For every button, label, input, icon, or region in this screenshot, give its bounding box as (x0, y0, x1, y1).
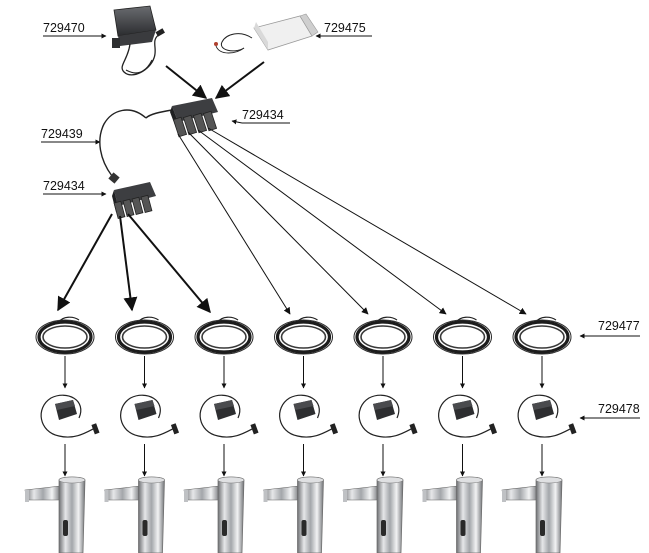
sensor-module-image (517, 394, 577, 438)
device-columns (24, 316, 577, 553)
distributor-bottom-label: 729434 (43, 179, 85, 193)
cable-coil-image (194, 316, 254, 355)
cable-coil-image (433, 316, 492, 355)
cable-coil-label: 729477 (598, 319, 640, 333)
link-top-to-coil-6 (197, 129, 447, 315)
label-729439: 729439 (41, 127, 101, 145)
distributor-bottom-image (112, 182, 156, 219)
sensor-tap-image (501, 476, 563, 553)
device-column (342, 316, 418, 553)
sensor-module-image (120, 394, 180, 438)
link-battery-to-distributor (214, 61, 265, 99)
sensor-module-image (358, 394, 418, 438)
cable-coil-image (512, 316, 572, 355)
label-729478: 729478 (579, 402, 640, 421)
link-top-to-coil-5 (187, 131, 369, 315)
label-729470: 729470 (43, 21, 107, 39)
label-729434-bottom: 729434 (43, 179, 107, 197)
link-top-to-coil-4 (177, 133, 291, 315)
distributor-top-label: 729434 (242, 108, 284, 122)
link-top-to-coil-7 (207, 127, 527, 315)
sensor-tap-image (183, 476, 245, 553)
distributor-top-image (145, 98, 218, 138)
sensor-tap-image (342, 476, 404, 553)
link-bottom-to-coil-3 (127, 213, 211, 314)
sensor-tap-image (263, 476, 324, 553)
extension-cable-image (99, 109, 147, 184)
link-bottom-to-coil-2 (119, 215, 138, 312)
label-729434-top: 729434 (231, 108, 290, 125)
extension-cable-label: 729439 (41, 127, 83, 141)
device-column (24, 316, 100, 553)
device-column (104, 316, 180, 553)
label-729477: 729477 (579, 319, 640, 339)
label-729475: 729475 (315, 21, 372, 39)
sensor-tap-image (104, 476, 165, 553)
sensor-tap-image (422, 476, 483, 553)
link-bottom-to-coil-1 (57, 213, 113, 312)
sensor-module-label: 729478 (598, 402, 640, 416)
link-adapter-to-distributor (165, 65, 208, 99)
cable-coil-image (115, 316, 174, 355)
sensor-module-image (40, 394, 100, 438)
sensor-module-image (199, 394, 259, 438)
battery-box-label: 729475 (324, 21, 366, 35)
sensor-tap-image (24, 476, 86, 553)
cable-coil-image (353, 316, 413, 355)
battery-box-image (214, 13, 319, 54)
device-column (183, 316, 259, 553)
device-column (263, 316, 339, 553)
sensor-module-image (438, 394, 498, 438)
cable-coil-image (274, 316, 333, 355)
cable-coil-image (35, 316, 95, 355)
distribution-links (57, 127, 527, 315)
sensor-module-image (279, 394, 339, 438)
device-column (422, 316, 498, 553)
power-adapter-image (112, 5, 165, 76)
device-column (501, 316, 577, 553)
power-adapter-label: 729470 (43, 21, 85, 35)
